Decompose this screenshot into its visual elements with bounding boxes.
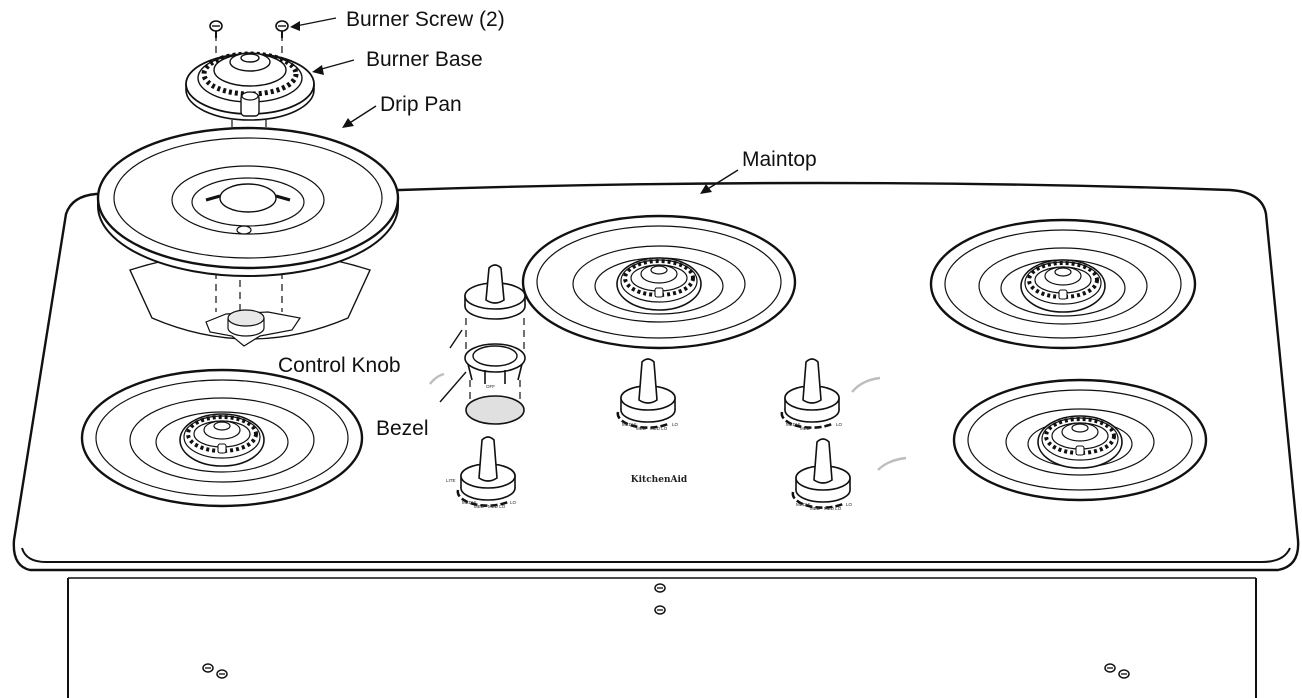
callout-maintop: Maintop	[700, 148, 817, 194]
callout-bezel: Bezel	[376, 371, 467, 440]
dial-marks: MEDHI MED MED LO LO LITE MEDHI MED MED L…	[446, 384, 853, 511]
burner-base-icon	[1036, 414, 1124, 470]
dial-mark-medhi: MEDHI	[622, 422, 637, 427]
control-knob-icon	[464, 264, 526, 320]
label-control-knob: Control Knob	[278, 354, 401, 377]
callout-drip-pan: Drip Pan	[342, 93, 462, 128]
dial-mark-medlo: MED LO	[650, 426, 668, 431]
chassis-screw-icon	[1118, 669, 1130, 679]
dial-mark-lo: LO	[846, 502, 853, 507]
dial-mark-lo: LO	[510, 500, 517, 505]
label-burner-screw: Burner Screw (2)	[346, 8, 505, 31]
dial-mark-lo: LO	[836, 422, 843, 427]
callout-burner-base: Burner Base	[312, 48, 483, 75]
burner-base-icon	[178, 412, 266, 468]
dial-mark-lo: LO	[672, 422, 679, 427]
dial-mark-med: MED	[636, 426, 647, 431]
burner-screw-icon	[275, 20, 289, 38]
bezel-icon	[464, 343, 526, 425]
label-maintop: Maintop	[742, 148, 817, 171]
burner-base-exploded	[185, 51, 315, 121]
dial-mark-medhi: MEDHI	[786, 422, 801, 427]
burner-screw-icon	[209, 20, 223, 38]
dial-mark-med: MED	[810, 506, 821, 511]
dial-mark-medhi: MEDHI	[462, 500, 477, 505]
label-drip-pan: Drip Pan	[380, 93, 462, 116]
chassis-screw-icon	[654, 605, 666, 615]
burner-base-icon	[615, 256, 703, 312]
dial-mark-med: MED	[800, 426, 811, 431]
brand-logo: KitchenAid	[631, 475, 688, 485]
dial-mark-medlo: MED LO	[824, 506, 842, 511]
chassis-screw-icon	[216, 669, 228, 679]
burner-front-right	[952, 378, 1208, 502]
dial-mark-medhi: MEDHI	[796, 502, 811, 507]
label-burner-base: Burner Base	[366, 48, 483, 71]
burner-rear-center	[521, 214, 797, 350]
chassis	[67, 577, 1257, 698]
chassis-screw-icon	[654, 583, 666, 593]
label-bezel: Bezel	[376, 417, 429, 440]
burner-front-left	[80, 368, 364, 508]
dial-mark-med: MED	[474, 504, 485, 509]
dial-mark-medlo: MED LO	[488, 504, 506, 509]
dial-mark-lite: LITE	[446, 478, 456, 483]
callout-burner-screw: Burner Screw (2)	[290, 8, 505, 31]
burner-rear-right	[929, 218, 1197, 350]
flame-indicator-arcs	[429, 372, 907, 471]
dial-mark-off: OFF	[486, 384, 495, 389]
callout-control-knob: Control Knob	[278, 329, 463, 377]
chassis-screw-icon	[1104, 663, 1116, 673]
drip-pan-icon	[96, 126, 400, 277]
burner-base-icon	[1019, 258, 1107, 314]
chassis-screw-icon	[202, 663, 214, 673]
